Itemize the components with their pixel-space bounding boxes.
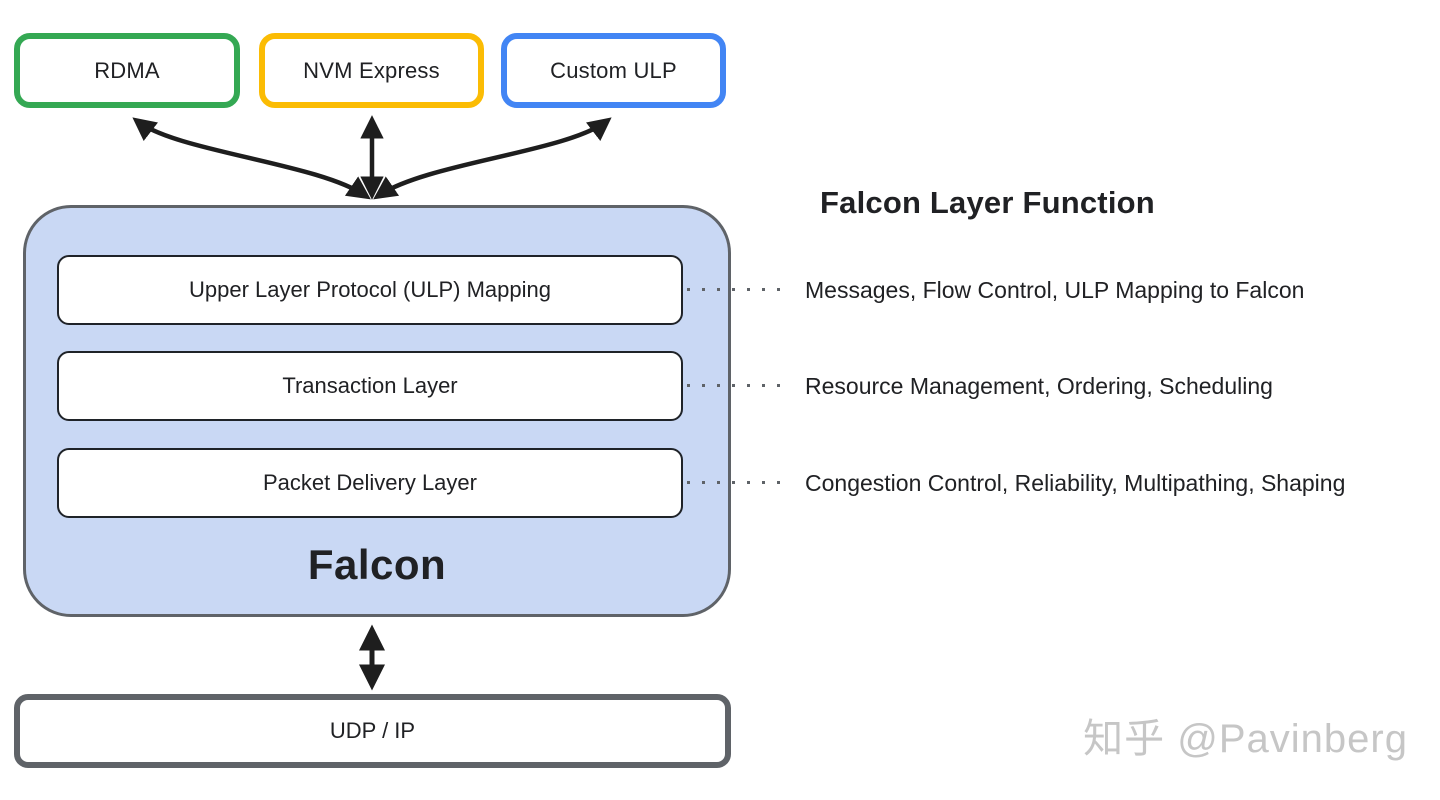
- rdma-label: RDMA: [94, 57, 160, 83]
- falcon-title: Falcon: [307, 541, 447, 588]
- dotted-connector-transaction: [687, 384, 783, 387]
- transaction-layer-label: Transaction Layer: [282, 373, 458, 398]
- udp-ip-label: UDP / IP: [329, 718, 416, 743]
- packet-delivery-layer-label: Packet Delivery Layer: [263, 470, 477, 495]
- nvm-express-label: NVM Express: [303, 57, 440, 83]
- custom-ulp-falcon-arrow-icon: [373, 117, 612, 200]
- function-row-transaction: Resource Management, Ordering, Schedulin…: [805, 373, 1273, 399]
- nvm-express-box: NVM Express: [259, 33, 484, 108]
- transaction-layer-box: Transaction Layer: [57, 351, 683, 421]
- rdma-box: RDMA: [14, 33, 240, 108]
- custom-ulp-label: Custom ULP: [550, 57, 677, 83]
- packet-delivery-layer-box: Packet Delivery Layer: [57, 448, 683, 518]
- udp-ip-box: UDP / IP: [14, 694, 731, 768]
- ulp-mapping-layer-box: Upper Layer Protocol (ULP) Mapping: [57, 255, 683, 325]
- custom-ulp-box: Custom ULP: [501, 33, 726, 108]
- rdma-falcon-arrow-icon: [132, 117, 371, 200]
- function-row-packet-delivery: Congestion Control, Reliability, Multipa…: [805, 470, 1346, 496]
- ulp-mapping-layer-label: Upper Layer Protocol (ULP) Mapping: [189, 277, 551, 302]
- dotted-connector-packet-delivery: [687, 481, 783, 484]
- zhihu-watermark: 知乎 @Pavinberg: [1083, 717, 1408, 761]
- dotted-connector-ulp-mapping: [687, 288, 783, 291]
- function-row-ulp-mapping: Messages, Flow Control, ULP Mapping to F…: [805, 277, 1305, 303]
- right-panel-title: Falcon Layer Function: [820, 185, 1155, 220]
